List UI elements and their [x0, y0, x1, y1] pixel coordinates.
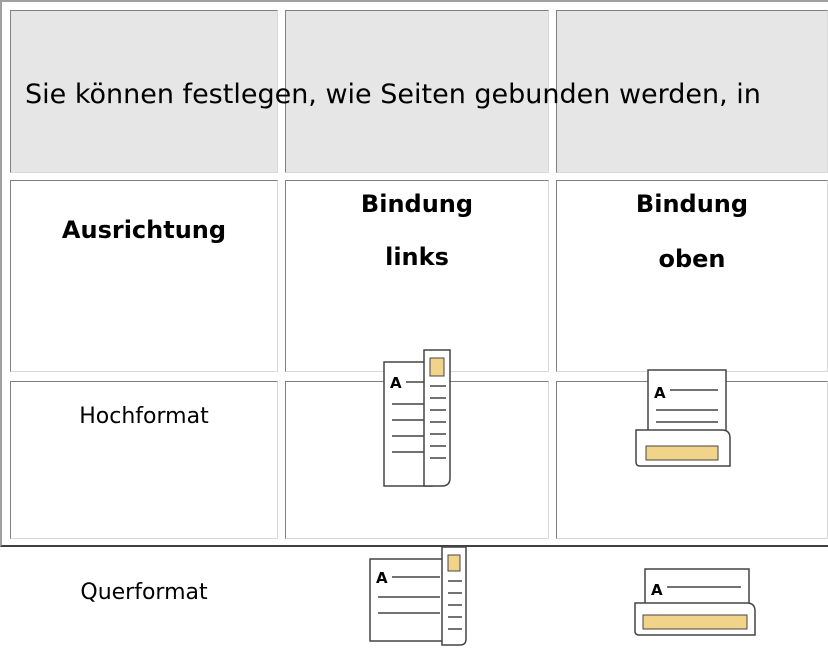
- row-label-portrait: Hochformat: [79, 404, 209, 429]
- intro-text: Sie können festlegen, wie Seiten gebunde…: [25, 79, 761, 110]
- portrait-left-chart-swatch: [429, 357, 445, 377]
- landscape-top-letter: A: [651, 581, 663, 599]
- portrait-top-chart-swatch: [645, 445, 719, 461]
- portrait-left-binding-icon: A: [383, 349, 451, 487]
- portrait-top-binding-icon: A: [635, 369, 731, 467]
- header-binding-top-line2: oben: [658, 245, 726, 273]
- header-binding-left-line1: Bindung: [360, 190, 474, 218]
- row-label-landscape: Querformat: [80, 580, 208, 605]
- header-binding-top-line1: Bindung: [635, 190, 749, 218]
- intro-cell-3: [556, 10, 828, 173]
- row-cell-portrait-label: [10, 381, 278, 539]
- landscape-top-chart-swatch: [642, 614, 748, 630]
- landscape-left-chart-swatch: [447, 554, 461, 572]
- header-cell-orientation: [10, 180, 278, 372]
- landscape-left-binding-icon: A: [369, 546, 467, 646]
- portrait-left-front-page: [423, 349, 451, 487]
- intro-cell-2: [285, 10, 549, 173]
- landscape-left-letter: A: [376, 569, 388, 587]
- landscape-left-back-page: [369, 558, 449, 642]
- portrait-left-letter: A: [390, 374, 402, 392]
- landscape-top-binding-icon: A: [634, 568, 756, 636]
- intro-cell-1: [10, 10, 278, 173]
- header-binding-left-line2: links: [385, 243, 449, 271]
- portrait-top-letter: A: [654, 384, 666, 402]
- header-orientation: Ausrichtung: [61, 216, 227, 244]
